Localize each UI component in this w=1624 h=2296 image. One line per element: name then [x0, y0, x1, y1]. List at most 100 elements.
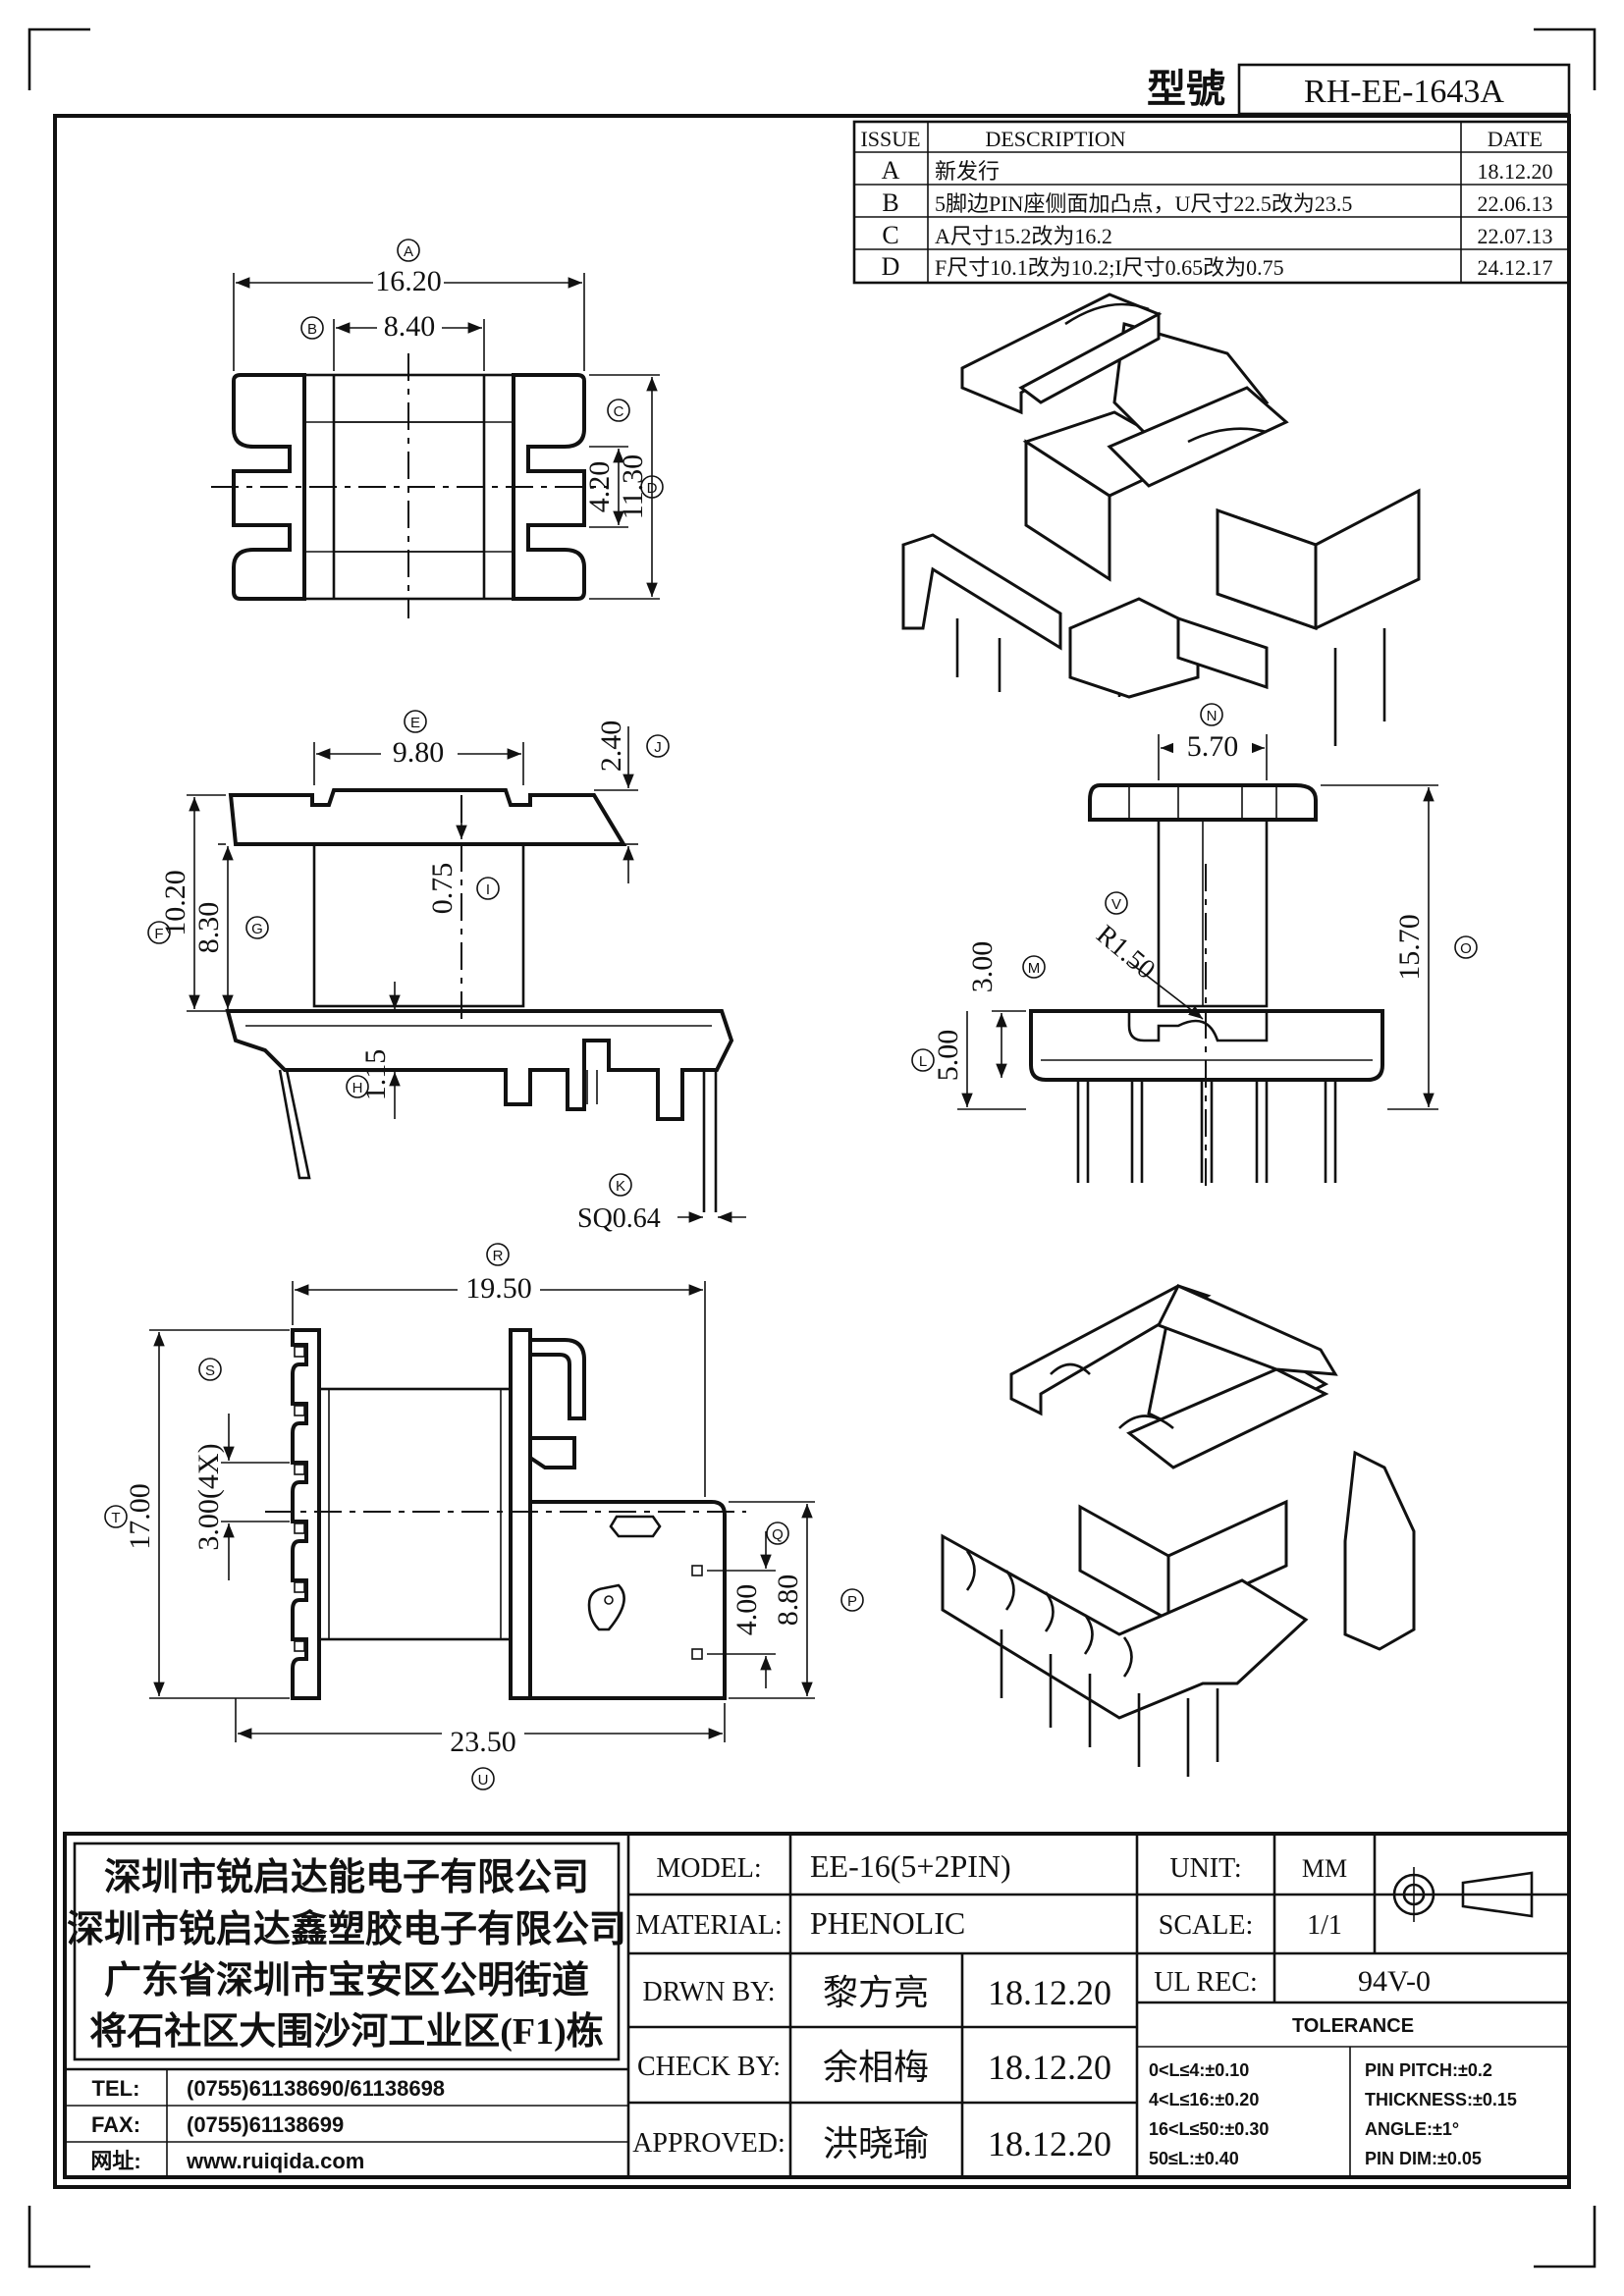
- model-number: RH-EE-1643A: [1304, 74, 1504, 110]
- rev-b-issue: B: [882, 188, 898, 217]
- balloon-o: O: [1460, 940, 1472, 957]
- model-label: 型號: [1147, 67, 1225, 111]
- rev-c-issue: C: [882, 221, 898, 249]
- tol-7: ANGLE:±1°: [1365, 2119, 1459, 2139]
- balloon-u: U: [478, 1772, 489, 1789]
- rev-d-description: F尺寸10.1改为10.2;I尺寸0.65改为0.75: [935, 255, 1284, 280]
- dim-n-value: 5.70: [1187, 730, 1239, 763]
- balloon-l: L: [919, 1053, 927, 1070]
- tol-4: 50≤L:±0.40: [1149, 2149, 1239, 2168]
- dim-g-value: 8.30: [192, 902, 225, 954]
- bottom-view: 19.50 23.50 17.00 3.00(4X) 4.00 8.80 R S…: [104, 1243, 864, 1790]
- drawn-by: 黎方亮: [823, 1973, 929, 2012]
- tol-2: 4<L≤16:±0.20: [1149, 2090, 1259, 2109]
- title-block: 深圳市锐启达能电子有限公司 深圳市锐启达鑫塑胶电子有限公司 广东省深圳市宝安区公…: [63, 1832, 1571, 2179]
- top-view: 16.20 8.40 4.20 11.30 A B C D: [211, 239, 664, 618]
- drawn-date: 18.12.20: [988, 1973, 1111, 2012]
- web-value: www.ruiqida.com: [186, 2149, 364, 2173]
- balloon-c: C: [614, 403, 624, 420]
- dim-i-value: 0.75: [426, 863, 459, 915]
- tol-5: PIN PITCH:±0.2: [1365, 2060, 1492, 2080]
- material-value: PHENOLIC: [810, 1905, 965, 1941]
- tol-1: 0<L≤4:±0.10: [1149, 2060, 1249, 2080]
- balloon-p: P: [847, 1593, 857, 1610]
- dim-v-value: R1.50: [1091, 920, 1162, 986]
- rev-b-date: 22.06.13: [1478, 191, 1553, 216]
- material-label: MATERIAL:: [635, 1910, 782, 1941]
- balloon-i: I: [486, 881, 490, 898]
- balloon-v: V: [1111, 896, 1121, 913]
- balloon-r: R: [493, 1248, 504, 1264]
- model-header: 型號 RH-EE-1643A: [1147, 63, 1571, 116]
- rev-c-date: 22.07.13: [1478, 224, 1553, 248]
- dim-q-value: 4.00: [731, 1584, 763, 1636]
- front-view: 9.80 2.40 0.75 10.20 8.30 1.15 SQ0.64 E …: [147, 710, 746, 1234]
- balloon-m: M: [1028, 960, 1041, 977]
- company-line-2: 深圳市锐启达鑫塑胶电子有限公司: [67, 1909, 626, 1950]
- check-by: 余相梅: [823, 2048, 929, 2087]
- unit-label: UNIT:: [1169, 1853, 1241, 1884]
- company-line-3: 广东省深圳市宝安区公明街道: [104, 1960, 589, 2002]
- dim-t-value: 17.00: [124, 1483, 156, 1550]
- rev-a-issue: A: [882, 156, 900, 185]
- balloon-n: N: [1207, 708, 1218, 724]
- rev-d-issue: D: [882, 252, 900, 281]
- dim-c-value: 4.20: [583, 461, 616, 513]
- ul-value: 94V-0: [1358, 1965, 1431, 1998]
- balloon-t: T: [111, 1510, 120, 1526]
- tolerance-label: TOLERANCE: [1292, 2015, 1414, 2037]
- approved-date: 18.12.20: [988, 2124, 1111, 2163]
- balloon-f: F: [154, 926, 163, 942]
- rev-c-description: A尺寸15.2改为16.2: [935, 224, 1112, 248]
- dim-f-value: 10.20: [159, 870, 191, 936]
- unit-value: MM: [1302, 1854, 1347, 1883]
- dim-h-value: 1.15: [359, 1049, 392, 1101]
- tol-3: 16<L≤50:±0.30: [1149, 2119, 1269, 2139]
- balloon-q: Q: [772, 1526, 784, 1543]
- rev-b-description: 5脚边PIN座侧面加凸点，U尺寸22.5改为23.5: [935, 191, 1352, 216]
- dim-r-value: 19.50: [465, 1272, 532, 1305]
- rev-a-description: 新发行: [935, 159, 1000, 184]
- scale-label: SCALE:: [1159, 1910, 1253, 1941]
- balloon-s: S: [205, 1362, 215, 1379]
- balloon-k: K: [616, 1178, 625, 1195]
- ul-label: UL REC:: [1154, 1967, 1258, 1998]
- dim-p-value: 8.80: [772, 1575, 804, 1627]
- rev-header-date: DATE: [1488, 127, 1543, 151]
- tol-8: PIN DIM:±0.05: [1365, 2149, 1482, 2168]
- rev-a-date: 18.12.20: [1478, 159, 1553, 184]
- balloon-e: E: [410, 715, 420, 731]
- balloon-a: A: [404, 243, 413, 260]
- company-line-1: 深圳市锐启达能电子有限公司: [104, 1857, 589, 1898]
- dim-a-value: 16.20: [375, 265, 442, 297]
- fax-value: (0755)61138699: [187, 2112, 344, 2137]
- dim-s-value: 3.00(4X): [192, 1443, 225, 1550]
- dim-m-value: 3.00: [966, 941, 999, 993]
- dim-j-value: 2.40: [595, 721, 627, 773]
- dim-u-value: 23.50: [450, 1726, 516, 1758]
- check-label: CHECK BY:: [637, 2052, 781, 2082]
- tel-label: TEL:: [92, 2076, 140, 2101]
- isometric-view-bottom: [941, 1284, 1416, 1777]
- check-date: 18.12.20: [988, 2048, 1111, 2087]
- isometric-view-top: [901, 293, 1421, 746]
- scale-value: 1/1: [1307, 1910, 1342, 1941]
- balloon-j: J: [654, 739, 662, 756]
- side-view: 5.70 15.70 R1.50 3.00 5.00 N V M L O: [911, 703, 1478, 1188]
- approved-by: 洪晓瑜: [823, 2124, 929, 2163]
- rev-header-description: DESCRIPTION: [985, 127, 1125, 151]
- drawn-label: DRWN BY:: [642, 1977, 775, 2007]
- dim-o-value: 15.70: [1393, 914, 1426, 981]
- approved-label: APPROVED:: [632, 2128, 785, 2159]
- fax-label: FAX:: [91, 2112, 140, 2137]
- balloon-h: H: [352, 1080, 363, 1096]
- rev-d-date: 24.12.17: [1478, 255, 1553, 280]
- company-line-4: 将石社区大围沙河工业区(F1)栋: [89, 2011, 604, 2053]
- tel-value: (0755)61138690/61138698: [187, 2076, 445, 2101]
- balloon-g: G: [251, 921, 263, 937]
- dim-l-value: 5.00: [932, 1030, 964, 1082]
- projection-symbol-icon: [1386, 1867, 1540, 1922]
- balloon-b: B: [307, 321, 317, 338]
